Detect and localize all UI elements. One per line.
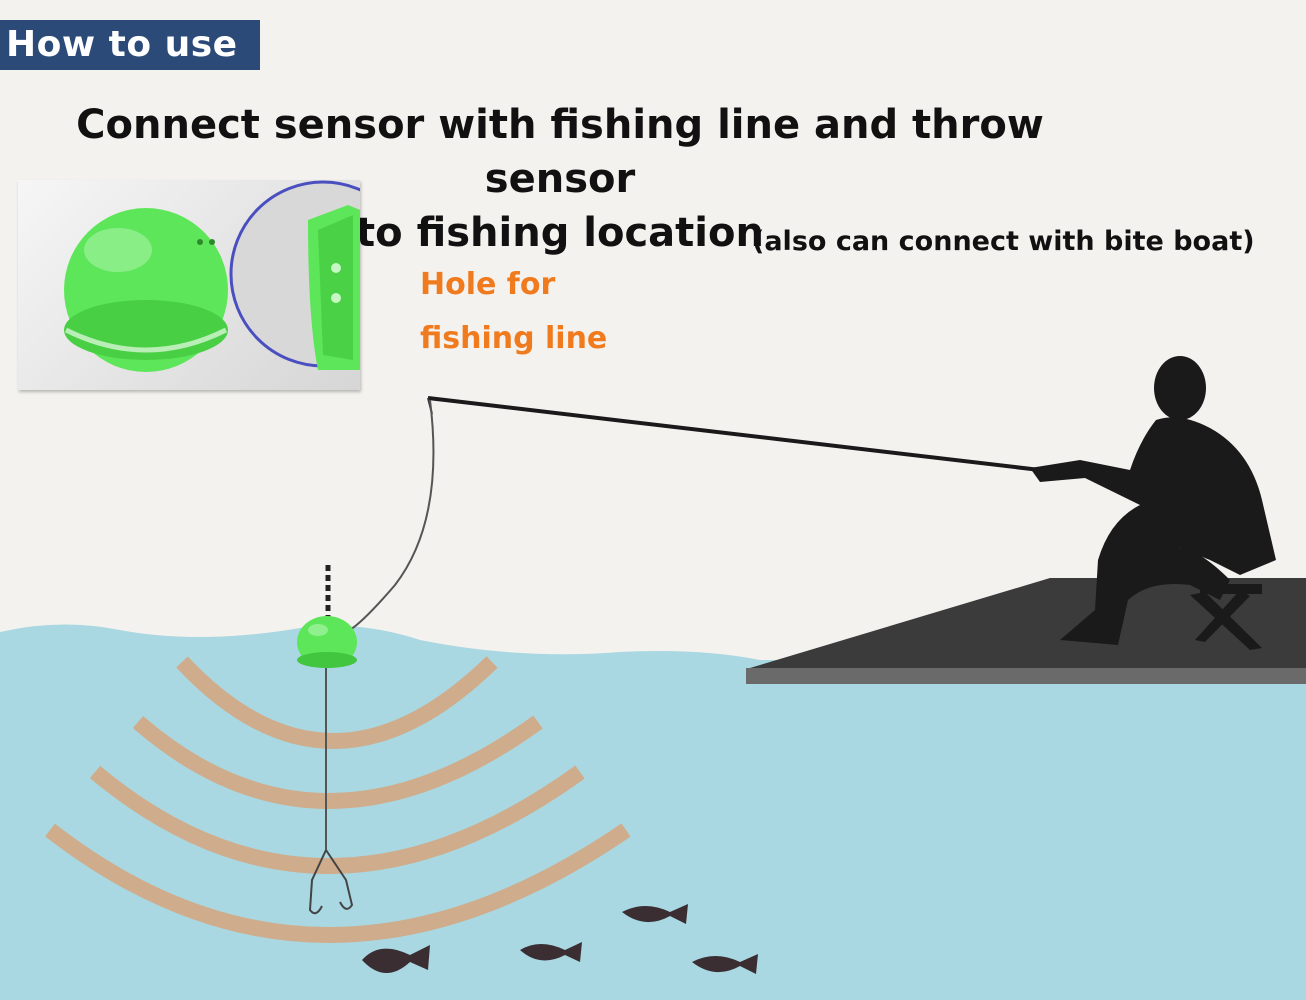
fishing-line: [349, 399, 435, 631]
sensor-photo: [18, 180, 417, 390]
bite-boat-note: (also can connect with bite boat): [752, 226, 1255, 257]
instruction-line-2: to fishing location: [356, 210, 764, 256]
magnifier-circle: [229, 180, 417, 370]
sonar-waves: [45, 656, 631, 943]
instruction-line-1: Connect sensor with fishing line and thr…: [76, 102, 1044, 202]
hook-icon: [308, 849, 354, 915]
fishing-rod: [427, 396, 1041, 472]
how-to-use-badge: How to use: [0, 20, 260, 70]
sonar-wave-3: [89, 765, 585, 874]
hole-callout-line-1: Hole for: [420, 267, 556, 302]
sonar-wave-4: [45, 823, 631, 943]
pier-edge: [746, 668, 1306, 684]
hole-callout-line-2: fishing line: [420, 321, 608, 356]
sonar-wave-1: [176, 656, 498, 749]
hole-callout: Hole for fishing line: [420, 258, 607, 366]
instruction-headline: Connect sensor with fishing line and thr…: [0, 98, 1120, 260]
fish-icon: [362, 904, 758, 974]
sonar-wave-2: [132, 715, 543, 809]
sensor-device-icon: [64, 180, 417, 372]
sensor-float: [297, 616, 357, 668]
fisherman-silhouette: [1030, 356, 1276, 650]
pier: [750, 578, 1306, 668]
